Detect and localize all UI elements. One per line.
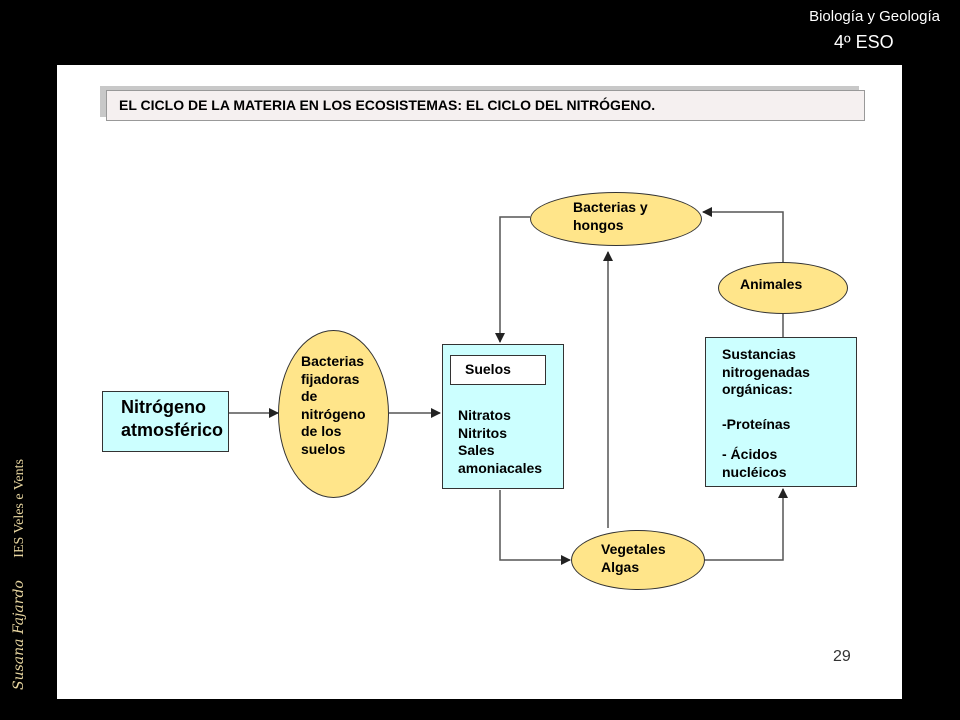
header-subject: Biología y Geología	[809, 8, 940, 25]
box-suelos: Suelos Nitratos Nitritos Sales amoniacal…	[442, 344, 564, 489]
suelos-label-box: Suelos	[450, 355, 546, 385]
page-number: 29	[833, 648, 851, 665]
header-level: 4º ESO	[834, 32, 894, 52]
ellipse-animales: Animales	[718, 262, 848, 314]
suelos-content: Nitratos Nitritos Sales amoniacales	[458, 407, 543, 476]
slide-title: EL CICLO DE LA MATERIA EN LOS ECOSISTEMA…	[119, 97, 656, 113]
proteinas-text: -Proteínas	[722, 416, 791, 432]
bacterias-fijadoras-text: Bacterias fijadoras de nitrógeno de los …	[301, 353, 366, 457]
box-sustancias-nitrogenadas: Sustancias nitrogenadas orgánicas: -Prot…	[705, 337, 857, 487]
acidos-text: - Ácidos nucléicos	[722, 446, 787, 480]
ellipse-bacterias-hongos: Bacterias y hongos	[530, 192, 702, 246]
title-bar: EL CICLO DE LA MATERIA EN LOS ECOSISTEMA…	[106, 90, 865, 121]
box-nitrogeno-atmosferico: Nitrógeno atmosférico	[102, 391, 229, 452]
ellipse-vegetales-algas: Vegetales Algas	[571, 530, 705, 590]
arrow-hongos-to-suelos	[495, 216, 530, 343]
arrow-animales-to-hongos	[702, 207, 784, 264]
animales-text: Animales	[740, 276, 803, 292]
sustancias-title: Sustancias nitrogenadas orgánicas:	[722, 346, 810, 397]
vegetales-text: Vegetales Algas	[601, 541, 666, 575]
arrow-suelos-to-vegetales	[499, 490, 571, 565]
suelos-label: Suelos	[465, 361, 511, 377]
ellipse-bacterias-fijadoras: Bacterias fijadoras de nitrógeno de los …	[278, 330, 389, 498]
bacterias-hongos-text: Bacterias y hongos	[573, 199, 648, 233]
arrow-vegetales-to-sustancias	[685, 488, 788, 561]
nitrogeno-text: Nitrógeno atmosférico	[121, 397, 224, 440]
